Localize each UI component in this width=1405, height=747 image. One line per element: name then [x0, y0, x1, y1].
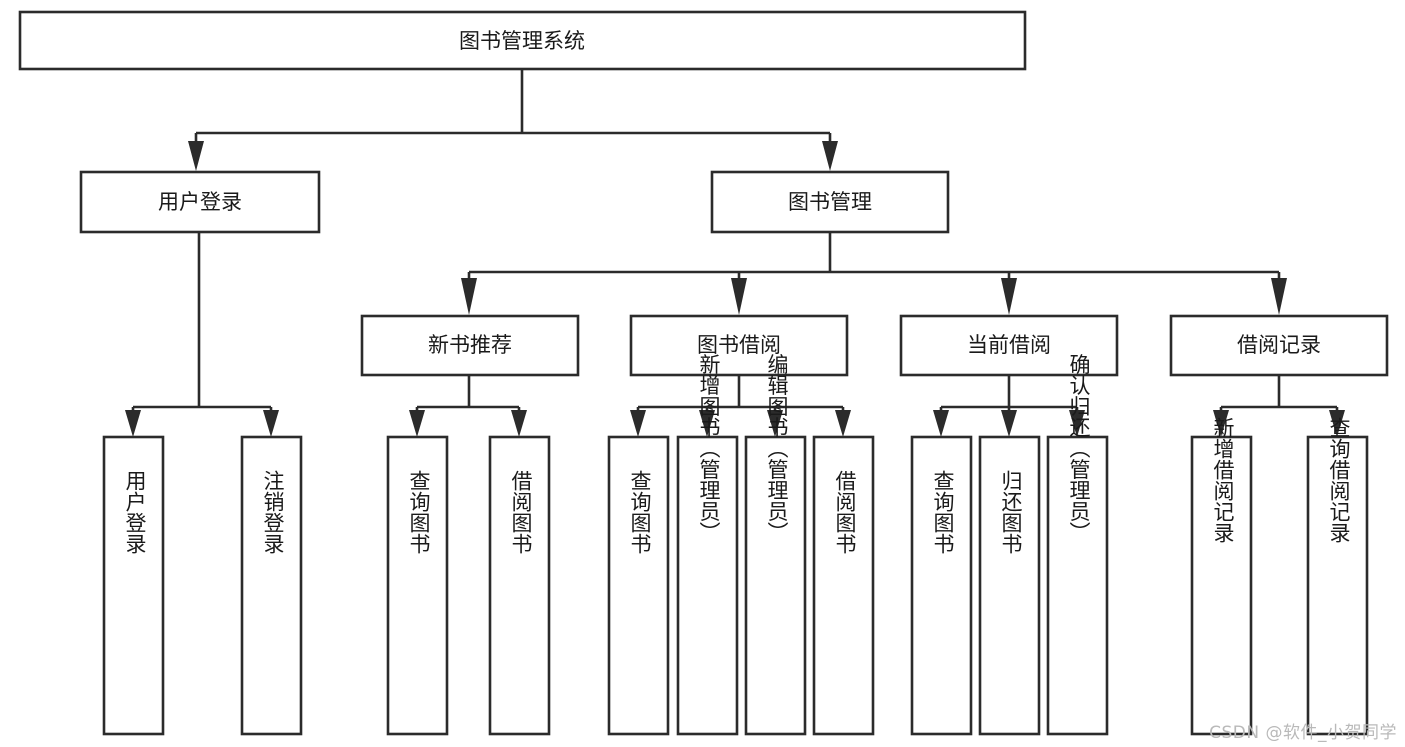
node-leaf-add-book-box[interactable]: [676, 435, 739, 736]
csdn-watermark: CSDN @软件_小贺同学: [1209, 723, 1397, 743]
node-leaf-user-login-label: 用户登录: [123, 470, 147, 554]
node-leaf-edit-book-label: 编辑图书（管理员）: [765, 354, 789, 543]
arrow-borrow-record-leaf-1: [1213, 410, 1229, 437]
connector-group-root: [188, 70, 838, 171]
node-borrow-record[interactable]: 借阅记录: [1169, 314, 1389, 377]
node-leaf-return-book[interactable]: 归还图书: [978, 435, 1041, 736]
node-leaf-query-book-1-box[interactable]: [386, 435, 449, 736]
node-leaf-query-book-3[interactable]: 查询图书: [910, 435, 973, 736]
node-user-login-box[interactable]: [79, 170, 321, 234]
node-new-book-rec-box[interactable]: [360, 314, 580, 377]
arrow-current-borrow-leaf-3: [1069, 410, 1085, 437]
arrow-book-manage-to-new-book-rec: [461, 278, 477, 315]
node-leaf-query-book-2[interactable]: 查询图书: [607, 435, 670, 736]
node-leaf-user-login-box[interactable]: [102, 435, 165, 736]
node-leaf-edit-book[interactable]: 编辑图书（管理员）: [744, 354, 807, 736]
node-current-borrow[interactable]: 当前借阅: [899, 314, 1119, 377]
node-leaf-query-book-3-box[interactable]: [910, 435, 973, 736]
node-new-book-rec-label: 新书推荐: [428, 333, 512, 357]
node-leaf-return-book-label: 归还图书: [999, 470, 1023, 554]
node-leaf-query-record[interactable]: 查询借阅记录: [1306, 417, 1369, 736]
node-borrow-record-box[interactable]: [1169, 314, 1389, 377]
arrow-book-borrow-leaf-3: [767, 410, 783, 437]
node-leaf-borrow-book-2[interactable]: 借阅图书: [812, 435, 875, 736]
node-book-manage-box[interactable]: [710, 170, 950, 234]
node-leaf-query-book-1[interactable]: 查询图书: [386, 435, 449, 736]
node-leaf-add-book[interactable]: 新增图书（管理员）: [676, 354, 739, 736]
arrow-book-borrow-leaf-4: [835, 410, 851, 437]
arrow-root-to-user-login: [188, 141, 204, 171]
node-leaf-query-book-2-box[interactable]: [607, 435, 670, 736]
node-leaf-confirm-return-label: 确认归还（管理员）: [1067, 354, 1091, 543]
arrow-user-login-leaf-1: [125, 410, 141, 437]
node-leaf-borrow-book-1-box[interactable]: [488, 435, 551, 736]
node-book-borrow[interactable]: 图书借阅: [629, 314, 849, 377]
node-book-manage-label: 图书管理: [788, 190, 872, 214]
node-root-label: 图书管理系统: [459, 29, 585, 53]
node-leaf-add-record-label: 新增借阅记录: [1211, 417, 1235, 543]
node-current-borrow-box[interactable]: [899, 314, 1119, 377]
node-leaf-user-login[interactable]: 用户登录: [102, 435, 165, 736]
node-leaf-confirm-return-box[interactable]: [1046, 435, 1109, 736]
node-leaf-return-book-box[interactable]: [978, 435, 1041, 736]
connector-group-borrow-record: [1213, 375, 1345, 437]
arrow-current-borrow-leaf-2: [1001, 410, 1017, 437]
arrow-user-login-leaf-2: [263, 410, 279, 437]
node-new-book-rec[interactable]: 新书推荐: [360, 314, 580, 377]
node-leaf-borrow-book-2-label: 借阅图书: [833, 470, 857, 554]
node-leaf-query-book-2-label: 查询图书: [628, 470, 652, 554]
connector-group-user-login: [125, 233, 279, 437]
node-leaf-logout[interactable]: 注销登录: [240, 435, 303, 736]
arrow-current-borrow-leaf-1: [933, 410, 949, 437]
node-leaf-logout-label: 注销登录: [261, 470, 285, 554]
arrow-book-manage-to-book-borrow: [731, 278, 747, 315]
node-leaf-borrow-book-1[interactable]: 借阅图书: [488, 435, 551, 736]
node-book-borrow-label: 图书借阅: [697, 333, 781, 357]
node-leaf-add-record-box[interactable]: [1190, 435, 1253, 736]
node-leaf-borrow-book-2-box[interactable]: [812, 435, 875, 736]
node-root[interactable]: 图书管理系统: [18, 10, 1027, 71]
node-leaf-query-record-label: 查询借阅记录: [1327, 417, 1351, 543]
arrow-new-book-rec-leaf-2: [511, 410, 527, 437]
node-borrow-record-label: 借阅记录: [1237, 333, 1321, 357]
node-leaf-confirm-return[interactable]: 确认归还（管理员）: [1046, 354, 1109, 736]
arrow-root-to-book-manage: [822, 141, 838, 171]
arrow-borrow-record-leaf-2: [1329, 410, 1345, 437]
arrow-book-manage-to-borrow-record: [1271, 278, 1287, 315]
node-leaf-edit-book-box[interactable]: [744, 435, 807, 736]
node-user-login[interactable]: 用户登录: [79, 170, 321, 234]
connector-group-new-book-rec: [409, 375, 527, 437]
connector-group-book-borrow: [630, 375, 851, 437]
arrow-new-book-rec-leaf-1: [409, 410, 425, 437]
connector-group-current-borrow: [933, 375, 1085, 437]
node-leaf-query-book-3-label: 查询图书: [931, 470, 955, 554]
node-leaf-add-book-label: 新增图书（管理员）: [697, 354, 721, 543]
node-leaf-add-record[interactable]: 新增借阅记录: [1190, 417, 1253, 736]
arrow-book-manage-to-current-borrow: [1001, 278, 1017, 315]
arrow-book-borrow-leaf-1: [630, 410, 646, 437]
arrow-book-borrow-leaf-2: [699, 410, 715, 437]
connector-group-book-manage: [461, 233, 1287, 315]
node-book-borrow-box[interactable]: [629, 314, 849, 377]
node-leaf-query-record-box[interactable]: [1306, 435, 1369, 736]
node-current-borrow-label: 当前借阅: [967, 333, 1051, 357]
node-leaf-logout-box[interactable]: [240, 435, 303, 736]
node-book-manage[interactable]: 图书管理: [710, 170, 950, 234]
node-user-login-label: 用户登录: [158, 190, 242, 214]
node-leaf-query-book-1-label: 查询图书: [407, 470, 431, 554]
node-leaf-borrow-book-1-label: 借阅图书: [509, 470, 533, 554]
node-root-box[interactable]: [18, 10, 1027, 71]
